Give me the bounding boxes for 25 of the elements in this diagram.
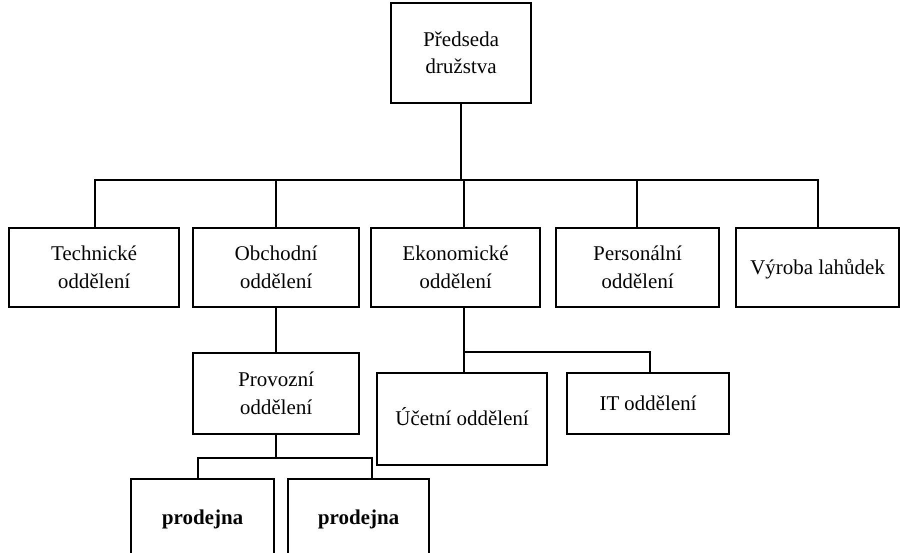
org-unit-box [555, 227, 720, 308]
unit-name: prodejna [162, 504, 244, 532]
unit-name: Výroba lahůdek [750, 254, 885, 281]
org-unit-box [376, 372, 548, 466]
org-unit-box [566, 372, 730, 435]
unit-name: Předseda družstva [422, 26, 500, 80]
unit-name: Technické oddělení [50, 240, 138, 294]
unit-name: Obchodní oddělení [234, 240, 318, 294]
unit-name: Provozní oddělení [237, 366, 315, 420]
unit-name: Ekonomické oddělení [401, 240, 510, 294]
unit-name: prodejna [318, 504, 400, 532]
unit-name: Účetní oddělení [395, 405, 529, 432]
org-unit-box [130, 478, 275, 553]
connector-line [463, 308, 651, 372]
org-unit-box [370, 227, 541, 308]
org-unit-box [735, 227, 900, 308]
org-unit-box [192, 352, 360, 435]
org-unit-box [8, 227, 180, 308]
org-unit-box [192, 227, 360, 308]
org-unit-box [390, 2, 532, 104]
unit-name: Personální oddělení [592, 240, 683, 294]
connector-line [275, 435, 373, 478]
unit-name: IT oddělení [599, 390, 696, 417]
connector-line [275, 308, 277, 352]
org-unit-box [287, 478, 430, 553]
